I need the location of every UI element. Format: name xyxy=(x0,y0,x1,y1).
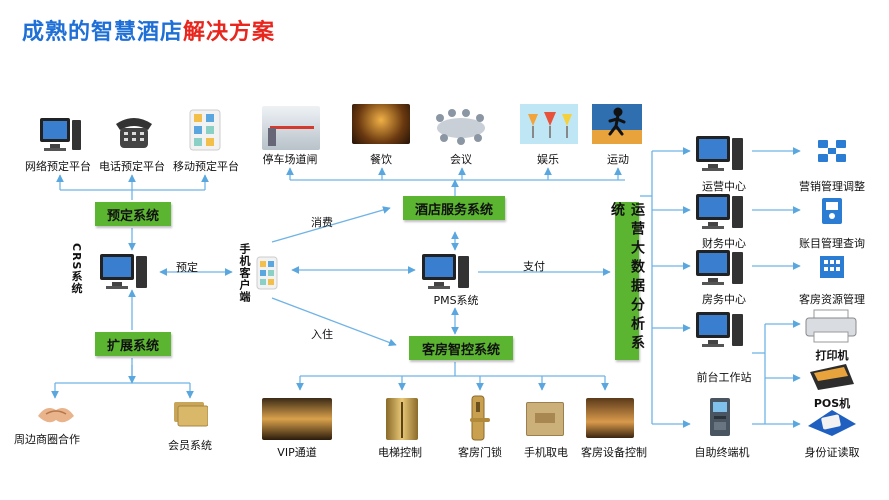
meeting-image xyxy=(436,109,485,145)
computer-icon xyxy=(40,118,81,151)
page-title: 成熟的智慧酒店解决方案 xyxy=(22,14,275,46)
reservation-system-box: 预定系统 xyxy=(95,202,171,226)
pms-label: PMS系统 xyxy=(433,294,479,307)
mobile-client-label: 手机客户端 xyxy=(238,243,251,303)
mobile-app-icon xyxy=(189,109,221,151)
hotel-service-system-box: 酒店服务系统 xyxy=(403,196,505,220)
dining-image xyxy=(352,104,410,144)
extension-item-label: 周边商圈合作 xyxy=(14,433,80,446)
hotel-service-label: 餐饮 xyxy=(370,153,392,166)
room-control-label: 客房门锁 xyxy=(458,446,502,459)
room-control-label: 客房设备控制 xyxy=(581,446,647,459)
power-switch-image xyxy=(526,402,564,436)
center-label: 房务中心 xyxy=(702,293,746,306)
computer-icon xyxy=(422,254,469,289)
room-control-label: 手机取电 xyxy=(524,446,568,459)
accounting-icon xyxy=(822,198,842,224)
center-label: 财务中心 xyxy=(702,237,746,250)
checkin-edge-label: 入住 xyxy=(311,328,333,341)
sports-image xyxy=(592,104,642,144)
room-control-label: 电梯控制 xyxy=(378,446,422,459)
door-lock-icon xyxy=(470,395,490,441)
title-main: 成熟的智慧酒店 xyxy=(22,20,184,45)
elevator-image xyxy=(386,398,418,440)
hotel-service-label: 停车场道闸 xyxy=(262,153,318,166)
center-label: 运营中心 xyxy=(702,180,746,193)
booking-edge-label: 预定 xyxy=(176,261,198,274)
telephone-icon xyxy=(116,118,152,148)
right-item-label: POS机 xyxy=(813,397,851,410)
extension-item-label: 会员系统 xyxy=(168,439,212,452)
center-label: 前台工作站 xyxy=(696,371,752,384)
title-highlight: 解决方案 xyxy=(183,20,276,45)
marketing-icon xyxy=(814,136,850,166)
computer-icon xyxy=(696,250,743,285)
right-item-label: 打印机 xyxy=(815,349,849,362)
entertainment-image xyxy=(520,104,578,144)
kiosk-icon xyxy=(710,398,730,436)
pay-edge-label: 支付 xyxy=(523,260,545,273)
crs-label: CRS系统 xyxy=(70,243,83,295)
channel-label: 网络预定平台 xyxy=(25,160,91,173)
right-item-label: 身份证读取 xyxy=(804,446,860,459)
extension-system-box: 扩展系统 xyxy=(95,332,171,356)
room-equipment-image xyxy=(586,398,634,438)
computer-icon xyxy=(696,312,743,347)
room-control-system-box: 客房智控系统 xyxy=(409,336,513,360)
room-control-label: VIP通道 xyxy=(277,446,317,459)
channel-label: 电话预定平台 xyxy=(99,160,165,173)
pos-terminal-icon xyxy=(810,364,854,390)
right-item-label: 账目管理查询 xyxy=(799,237,865,250)
printer-icon xyxy=(805,309,857,343)
hotel-service-label: 娱乐 xyxy=(537,153,559,166)
center-label: 自助终端机 xyxy=(694,446,750,459)
mobile-app-icon xyxy=(256,256,278,290)
computer-icon xyxy=(696,136,743,171)
parking-gate-image xyxy=(262,106,320,150)
vip-channel-image xyxy=(262,398,332,440)
id-card-reader-icon xyxy=(808,410,856,436)
consume-edge-label: 消费 xyxy=(311,216,333,229)
right-item-label: 客房资源管理 xyxy=(799,293,865,306)
room-resource-icon xyxy=(820,256,844,278)
hotel-service-label: 运动 xyxy=(607,153,629,166)
computer-icon xyxy=(696,194,743,229)
hotel-service-label: 会议 xyxy=(450,153,472,166)
handshake-icon xyxy=(38,408,74,423)
right-item-label: 营销管理调整 xyxy=(799,180,865,193)
membership-card-icon xyxy=(174,402,208,427)
channel-label: 移动预定平台 xyxy=(173,160,239,173)
analytics-system-box: 运营大数据分析系统 xyxy=(609,202,645,360)
computer-icon xyxy=(100,254,147,289)
